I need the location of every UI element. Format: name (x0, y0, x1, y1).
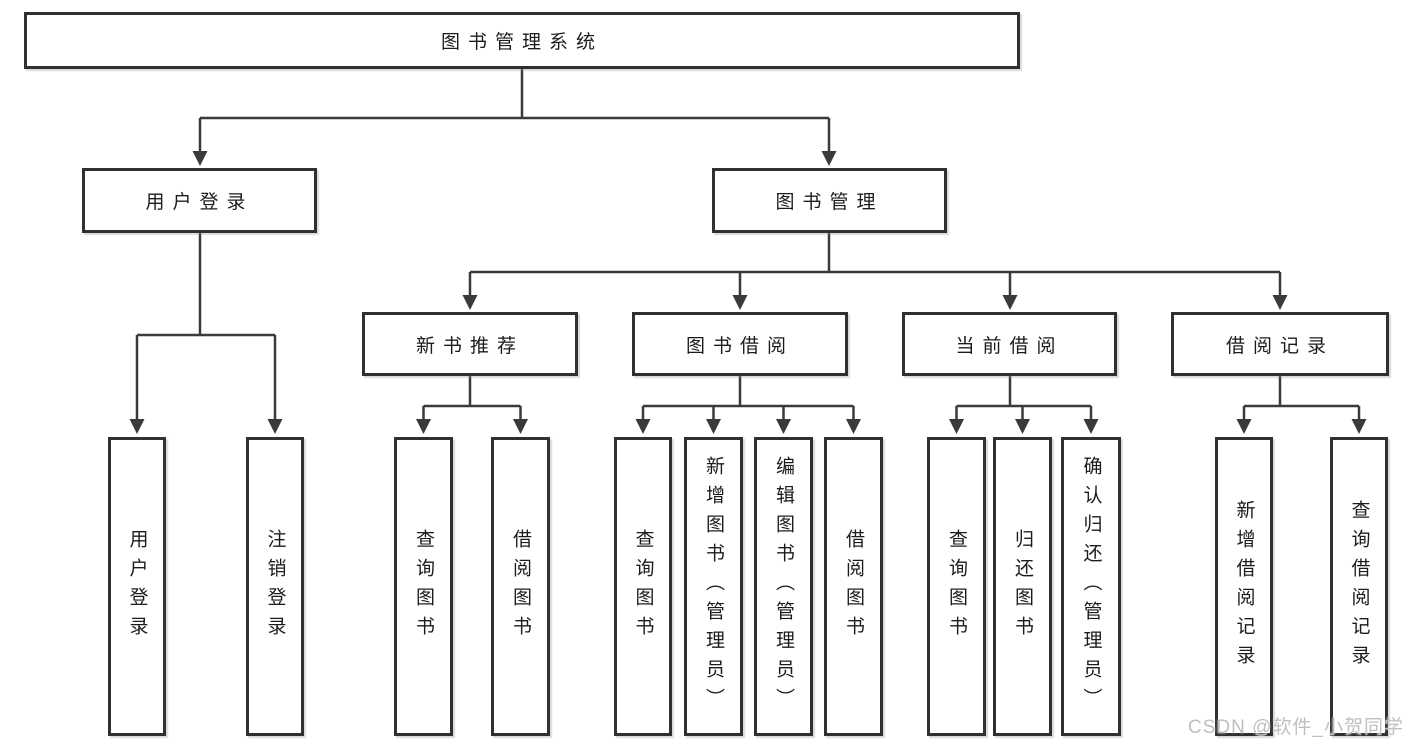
node-label: 注销登录 (264, 528, 286, 645)
node-new-book-recommendation: 新书推荐 (362, 312, 578, 376)
node-user-login: 用户登录 (82, 168, 317, 233)
node-label: 用户登录 (126, 528, 148, 645)
node-book-borrowing: 图书借阅 (632, 312, 848, 376)
node-label: 借阅记录 (1225, 335, 1334, 357)
leaf-user-login: 用户登录 (108, 437, 166, 736)
leaf-borrow-books: 借阅图书 (824, 437, 883, 736)
node-borrowing-records: 借阅记录 (1171, 312, 1389, 376)
node-book-management: 图书管理 (712, 168, 947, 233)
leaf-query-borrow-record: 查询借阅记录 (1330, 437, 1388, 736)
node-label: 归还图书 (1012, 528, 1033, 645)
leaf-query-books-borrow: 查询图书 (614, 437, 672, 736)
connector-new-book-to-leaves (416, 376, 528, 434)
node-label: 图书管理系统 (440, 32, 603, 53)
leaf-confirm-return-admin: 确认归还（管理员） (1061, 437, 1121, 736)
node-label: 借阅图书 (843, 528, 864, 645)
leaf-borrow-books-recommend: 借阅图书 (491, 437, 550, 736)
node-label: 新书推荐 (415, 335, 524, 357)
leaf-logout: 注销登录 (246, 437, 304, 736)
leaf-add-book-admin: 新增图书（管理员） (684, 437, 743, 736)
node-label: 借阅图书 (510, 528, 531, 645)
node-label: 图书借阅 (685, 335, 794, 357)
node-label: 新增借阅记录 (1233, 499, 1255, 674)
connector-root-to-level2 (192, 69, 837, 166)
connector-borrow-records-to-leaves (1236, 376, 1367, 434)
leaf-query-books-current: 查询图书 (927, 437, 986, 736)
node-library-management-system: 图书管理系统 (24, 12, 1020, 69)
node-label: 查询图书 (632, 528, 654, 645)
leaf-edit-book-admin: 编辑图书（管理员） (754, 437, 813, 736)
connector-user-login-to-leaves (129, 233, 283, 434)
connector-book-borrow-to-leaves (635, 376, 861, 434)
connector-current-borrow-to-leaves (949, 376, 1099, 434)
leaf-return-book: 归还图书 (993, 437, 1052, 736)
node-current-borrowing: 当前借阅 (902, 312, 1117, 376)
node-label: 用户登录 (145, 192, 254, 213)
leaf-add-borrow-record: 新增借阅记录 (1215, 437, 1273, 736)
leaf-query-books-recommend: 查询图书 (394, 437, 453, 736)
node-label: 查询图书 (413, 528, 434, 645)
node-label: 当前借阅 (955, 335, 1064, 357)
node-label: 编辑图书（管理员） (773, 456, 794, 717)
node-label: 查询借阅记录 (1348, 499, 1370, 674)
node-label: 图书管理 (775, 192, 884, 213)
node-label: 查询图书 (946, 528, 967, 645)
node-label: 确认归还（管理员） (1080, 456, 1102, 717)
node-label: 新增图书（管理员） (703, 456, 724, 717)
csdn-watermark: CSDN @软件_小贺同学 (1188, 717, 1404, 738)
connector-book-management-to-level3 (462, 233, 1288, 310)
